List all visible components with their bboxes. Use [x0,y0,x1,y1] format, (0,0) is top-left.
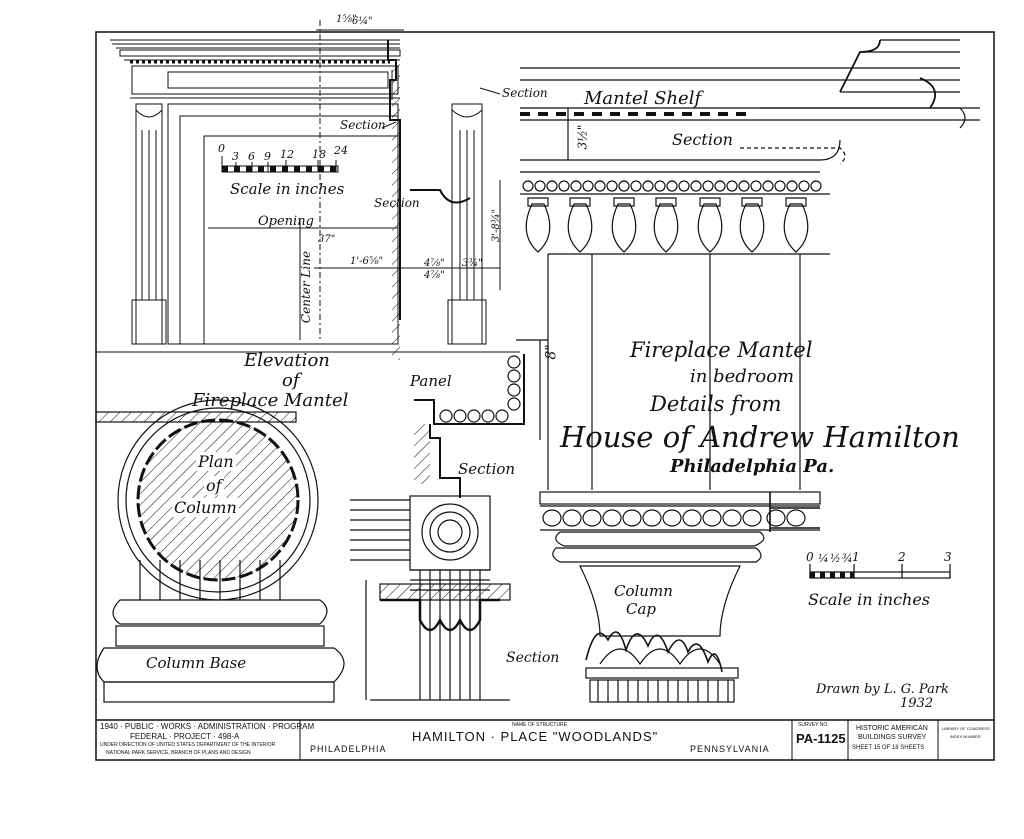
panel-label: Panel [410,372,452,390]
structure-name: HAMILTON · PLACE "WOODLANDS" [412,729,659,744]
title-block-frame [96,719,994,760]
elevation-title-2: of [282,370,300,391]
habs-line-2: BUILDINGS SURVEY [858,734,927,741]
dim-3-8: 3'-8¾" [491,208,503,243]
dim-37: 37" [318,234,336,245]
dim-4-2: 4⅞" [424,270,445,281]
city-label: PHILADELPHIA [310,744,387,754]
dim-1-6: 1'-6⅝" [350,256,384,267]
program-line-3: UNDER DIRECTION OF UNITED STATES DEPARTM… [100,742,276,748]
elevation-title-3: Fireplace Mantel [192,390,349,411]
scale-large-0: 0 [806,550,814,564]
section-label-6: Section [506,650,560,666]
column-cap-title-2: Cap [626,600,657,618]
scale-large-tq: ¾ [842,552,853,565]
scale-small-9: 9 [264,150,271,163]
program-line-2: FEDERAL · PROJECT · 498-A [130,732,240,741]
section-label-4: Section [672,130,733,149]
state-label: PENNSYLVANIA [690,744,770,754]
loc-line-2: INDEX NUMBER [950,734,981,739]
elevation-drawing [110,20,501,360]
scale-large-caption: Scale in inches [808,590,931,609]
dim-top-a: 1⅝" [336,14,357,25]
main-title-2: in bedroom [690,366,795,387]
opening-label: Opening [258,214,314,229]
sheet-line: SHEET 15 OF 18 SHEETS [852,745,925,751]
section-label-3: Section [374,196,420,210]
acorn-drops [525,197,809,253]
dim-3-2: 3½" [575,124,590,150]
scale-large-3: 3 [944,550,952,564]
plan-title-3: Column [172,498,239,517]
sheet-border [95,31,995,761]
scale-small-18: 18 [312,148,326,161]
elevation-title-1: Elevation [244,350,330,371]
scale-large-2: 2 [898,550,906,564]
mantel-shelf-detail [516,39,980,490]
signature-year: 1932 [900,696,934,711]
column-cap-drawing [539,491,951,703]
main-title-5: Philadelphia Pa. [670,456,835,477]
structure-caption: NAME OF STRUCTURE [512,722,567,728]
program-line-4: NATIONAL PARK SERVICE, BRANCH OF PLANS A… [106,750,251,756]
survey-number: PA-1125 [796,731,846,746]
panel-section-drawing [350,354,525,701]
scale-small-caption: Scale in inches [230,180,345,198]
scale-small-3: 3 [232,150,239,163]
plan-title-2: of [204,476,224,495]
habs-line-1: HISTORIC AMERICAN [856,725,928,732]
scale-small-12: 12 [280,148,294,161]
column-base-label: Column Base [146,654,247,672]
section-label-5: Section [458,460,516,478]
main-title-3: Details from [650,392,782,416]
bead-row [522,180,822,192]
column-cap-title-1: Column [614,582,673,600]
main-title-1: Fireplace Mantel [630,338,813,362]
dim-top-b: 6¼" [352,16,373,27]
section-label-2: Section [340,118,386,132]
mantel-shelf-label: Mantel Shelf [584,88,702,109]
scale-small-0: 0 [218,142,225,155]
dim-8: 8" [543,344,560,360]
scale-large-h: ½ [830,552,841,565]
scale-large-q: ¼ [818,552,829,565]
dim-3-4: 3¾" [462,258,483,269]
program-line-1: 1940 · PUBLIC · WORKS · ADMINISTRATION ·… [100,722,315,731]
scale-large-1: 1 [852,550,860,564]
survey-caption: SURVEY NO. [798,722,829,728]
signature-name: Drawn by L. G. Park [816,682,949,697]
center-line-label: Center Line [299,250,314,324]
section-label-1: Section [502,86,548,100]
main-title-4: House of Andrew Hamilton [560,420,960,454]
dim-4-1: 4⅞" [424,258,445,269]
scale-small-6: 6 [248,150,255,163]
loc-line-1: LIBRARY OF CONGRESS [942,726,990,731]
scale-small-24: 24 [334,144,348,157]
plan-title-1: Plan [196,452,236,471]
